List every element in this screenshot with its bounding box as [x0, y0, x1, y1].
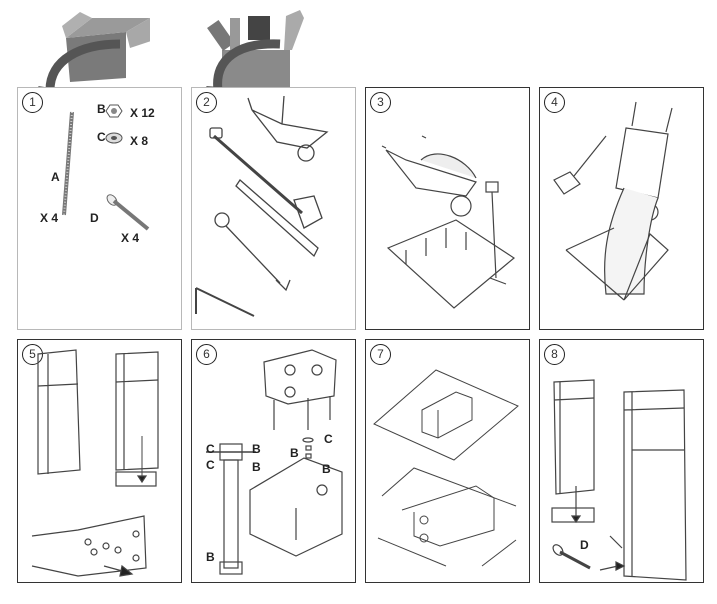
part-c-quantity: X 8 — [130, 134, 149, 148]
spirit-level-icon — [235, 179, 319, 258]
bracket-underside-icon — [31, 515, 147, 577]
shovel-icon — [553, 171, 581, 195]
shovel-icon — [213, 134, 303, 215]
bracket-bottom-icon — [249, 457, 343, 557]
part-c-label: C — [97, 130, 106, 144]
step-number: 2 — [196, 92, 217, 113]
tools-drawing — [195, 95, 329, 317]
wheelbarrow-icon — [251, 109, 329, 149]
step-2-panel: 2 — [191, 87, 356, 330]
nut-icon — [305, 445, 312, 451]
step-number: 8 — [544, 344, 565, 365]
label-c-mid: C — [206, 458, 215, 472]
step-7-panel: 7 — [365, 339, 530, 583]
part-b-quantity: X 12 — [130, 106, 155, 120]
step-number: 3 — [370, 92, 391, 113]
label-b-bottom: B — [206, 550, 215, 564]
washer-icon — [302, 437, 314, 443]
concrete-pour-icon — [604, 187, 659, 295]
label-b-top: B — [252, 442, 261, 456]
bracket-on-surface-icon — [421, 391, 473, 439]
dig-hole-drawing — [381, 135, 516, 309]
step-8-panel: 8 D — [539, 339, 704, 583]
step-number: 4 — [544, 92, 565, 113]
post-with-arrow-icon — [115, 351, 159, 471]
part-d-label: D — [90, 211, 99, 225]
step-number: 1 — [22, 92, 43, 113]
surface-plane-icon — [373, 369, 519, 461]
label-b-exploded-1: B — [290, 446, 299, 460]
wheelbarrow-with-concrete-icon — [385, 149, 477, 197]
small-post-icon — [553, 379, 595, 495]
part-b-label: B — [97, 102, 106, 116]
bracket-icon — [551, 507, 595, 523]
step-4-panel: 4 — [539, 87, 704, 330]
step-5-panel: 5 — [17, 339, 182, 583]
attach-rods-drawing — [206, 349, 343, 575]
toolbox-illustration — [206, 10, 304, 106]
set-bracket-drawing — [373, 369, 519, 567]
part-a-quantity: X 4 — [40, 211, 59, 225]
step-6-panel: 6 C B C B B C B B — [191, 339, 356, 583]
part-d-quantity: X 4 — [121, 231, 140, 245]
bracket-top-icon — [263, 349, 337, 405]
wrench-icon — [214, 212, 230, 228]
label-c-top: C — [206, 442, 215, 456]
mount-post-drawing — [551, 379, 687, 581]
part-a-label: A — [51, 170, 60, 184]
label-d-bolt: D — [580, 538, 589, 552]
hex-key-icon — [195, 287, 255, 317]
parts-drawing — [62, 104, 150, 231]
label-b-mid: B — [252, 460, 261, 474]
step-1-panel: 1 A X 4 B X 12 C X 8 D X 4 — [17, 87, 182, 330]
threaded-rod-icon — [223, 459, 239, 569]
remove-bracket-drawing — [31, 349, 159, 577]
step-3-panel: 3 — [365, 87, 530, 330]
step-number: 6 — [196, 344, 217, 365]
large-post-icon — [623, 389, 687, 581]
label-c-exploded: C — [324, 432, 333, 446]
shovel-icon — [485, 181, 499, 193]
post-icon — [37, 349, 81, 475]
label-b-exploded-2: B — [322, 462, 331, 476]
pour-concrete-drawing — [553, 101, 673, 301]
bracket-icon — [115, 471, 157, 487]
bracket-embedded-icon — [401, 485, 495, 547]
bolt-shank-icon — [112, 199, 150, 231]
tipped-wheelbarrow-icon — [615, 127, 669, 199]
embedded-surface-icon — [377, 467, 517, 567]
parts-box-illustration — [38, 12, 150, 108]
step-number: 7 — [370, 344, 391, 365]
hole-icon — [386, 219, 516, 309]
